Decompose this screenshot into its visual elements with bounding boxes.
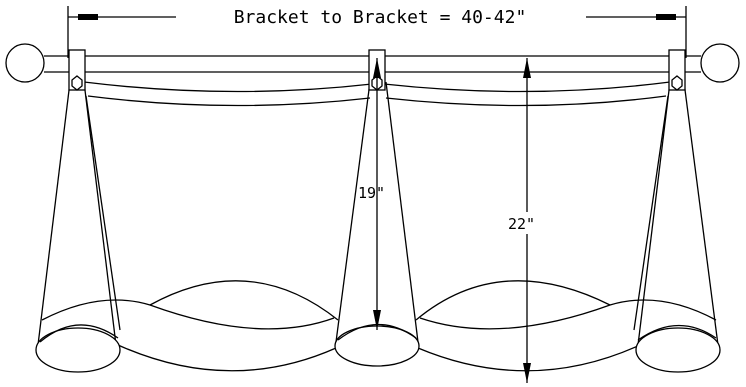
bracket-dimension: Bracket to Bracket = 40-42" — [67, 6, 687, 58]
full-drop-arrow-bottom — [523, 363, 531, 383]
right-tail — [633, 81, 721, 373]
left-finial — [5, 43, 45, 83]
dimension-arrow-right — [656, 14, 676, 20]
bottom-swag-left-inner — [117, 344, 337, 372]
bottom-swag-right-inner — [417, 344, 641, 372]
top-scallop-right-inner — [385, 95, 667, 107]
inner-drop-dimension: 19" — [358, 58, 385, 330]
full-drop-label: 22" — [508, 215, 535, 233]
full-drop-dimension: 22" — [508, 58, 544, 383]
swag-top-fold-right — [415, 280, 611, 321]
top-scallop-left-inner — [87, 95, 371, 107]
full-drop-arrow-top — [523, 58, 531, 78]
left-tail — [35, 81, 121, 373]
swag-top-fold-left — [149, 280, 339, 321]
bracket-dimension-label: Bracket to Bracket = 40-42" — [234, 7, 527, 28]
valance-fabric — [41, 81, 717, 372]
center-tail — [334, 81, 420, 367]
inner-drop-arrow-top — [373, 58, 381, 78]
inner-drop-label: 19" — [358, 184, 385, 202]
top-scallop-left-outer — [83, 81, 373, 93]
right-finial — [700, 43, 740, 83]
top-scallop-right-outer — [383, 81, 671, 93]
left-bracket — [68, 49, 86, 91]
bottom-swag-left-outer — [41, 299, 335, 330]
bottom-swag-right-outer — [419, 299, 717, 330]
right-bracket — [668, 49, 686, 91]
dimension-arrow-left — [78, 14, 98, 20]
inner-drop-arrow-bottom — [373, 310, 381, 330]
